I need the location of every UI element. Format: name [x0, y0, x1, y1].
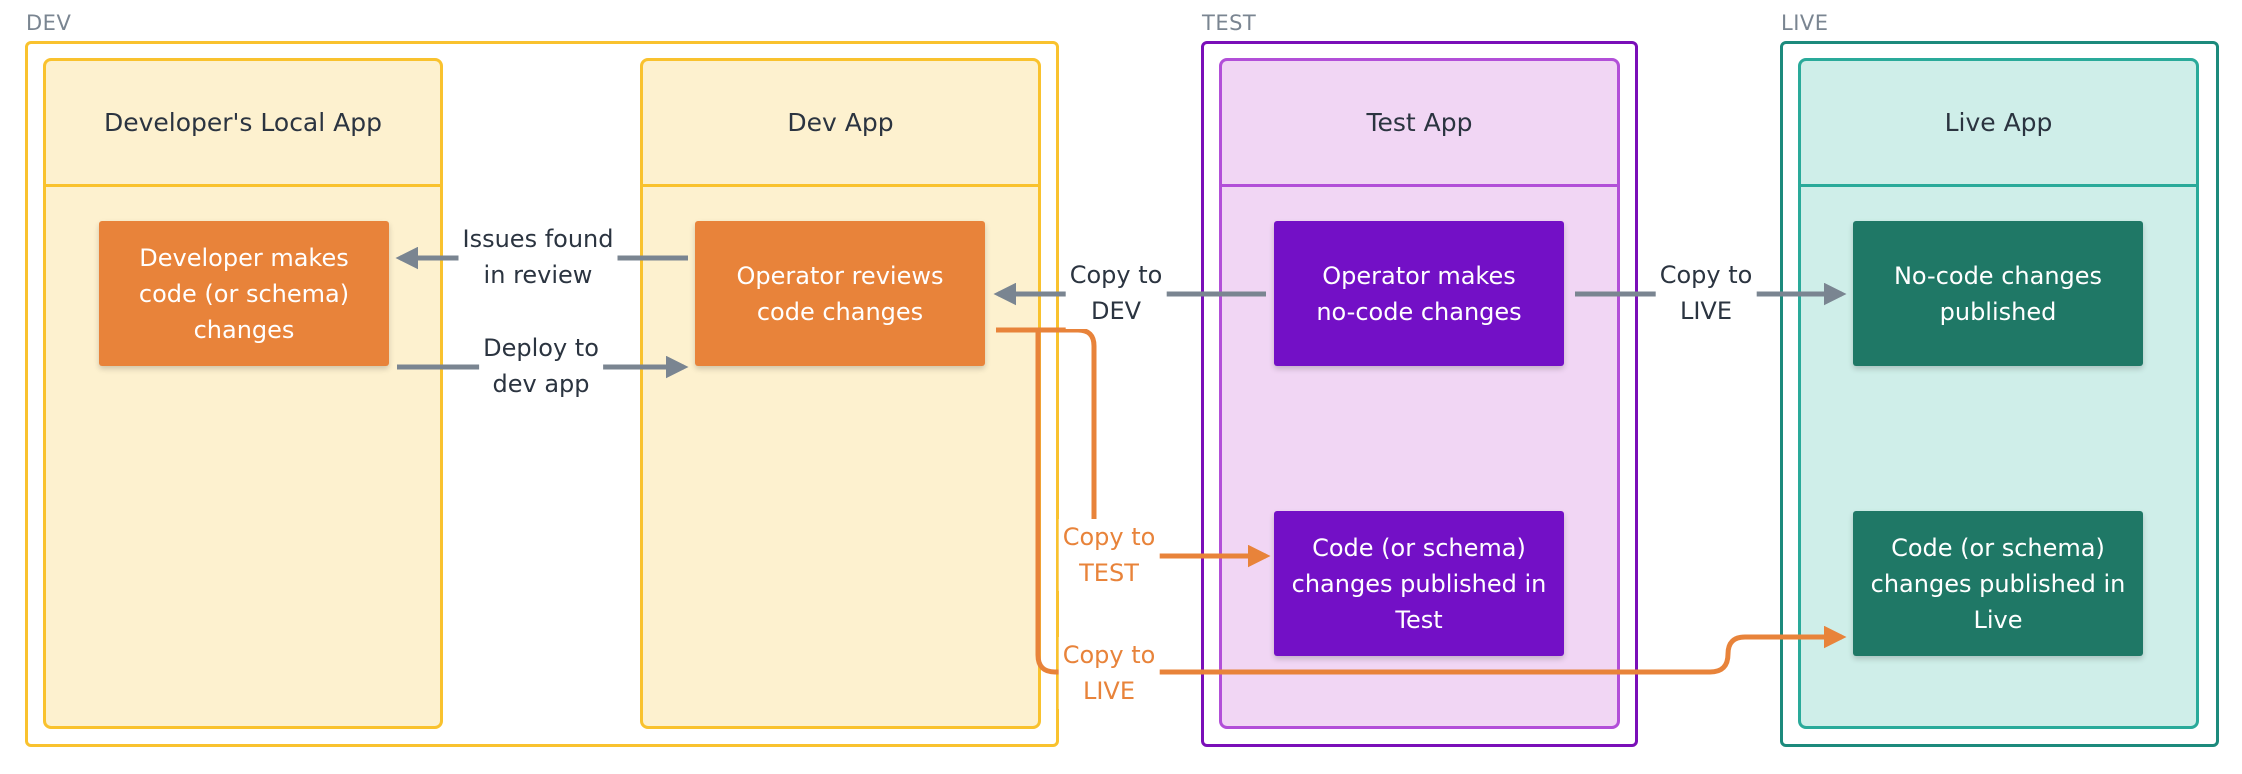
label-copy-to-live-top: Copy to LIVE	[1655, 257, 1757, 329]
label-copy-to-dev: Copy to DEV	[1065, 257, 1167, 329]
arrow-copy-to-test	[996, 327, 1271, 568]
label-deploy: Deploy to dev app	[479, 330, 603, 402]
label-issues-found: Issues found in review	[458, 221, 618, 293]
env-live-container	[1780, 41, 2219, 747]
node-code-published-test: Code (or schema) changes published in Te…	[1274, 511, 1564, 656]
node-developer-makes-changes: Developer makes code (or schema) changes	[99, 221, 389, 366]
node-operator-reviews: Operator reviews code changes	[695, 221, 985, 366]
node-code-published-live: Code (or schema) changes published in Li…	[1853, 511, 2143, 656]
column-dev-app-title: Dev App	[643, 61, 1038, 187]
column-live-app-title: Live App	[1801, 61, 2196, 187]
node-operator-nocode: Operator makes no-code changes	[1274, 221, 1564, 366]
env-label-dev: DEV	[26, 11, 72, 35]
node-nocode-published: No-code changes published	[1853, 221, 2143, 366]
column-local-app: Developer's Local App	[43, 58, 443, 729]
column-local-app-title: Developer's Local App	[46, 61, 440, 187]
env-label-live: LIVE	[1781, 11, 1829, 35]
arrow-copy-to-live-bottom	[1035, 330, 1847, 675]
label-copy-to-test: Copy to TEST	[1058, 519, 1160, 591]
column-test-app-title: Test App	[1222, 61, 1617, 187]
env-test-container	[1201, 41, 1638, 747]
column-dev-app: Dev App	[640, 58, 1041, 729]
label-copy-to-live-bottom: Copy to LIVE	[1058, 637, 1160, 709]
env-label-test: TEST	[1202, 11, 1257, 35]
env-dev-container	[25, 41, 1059, 747]
